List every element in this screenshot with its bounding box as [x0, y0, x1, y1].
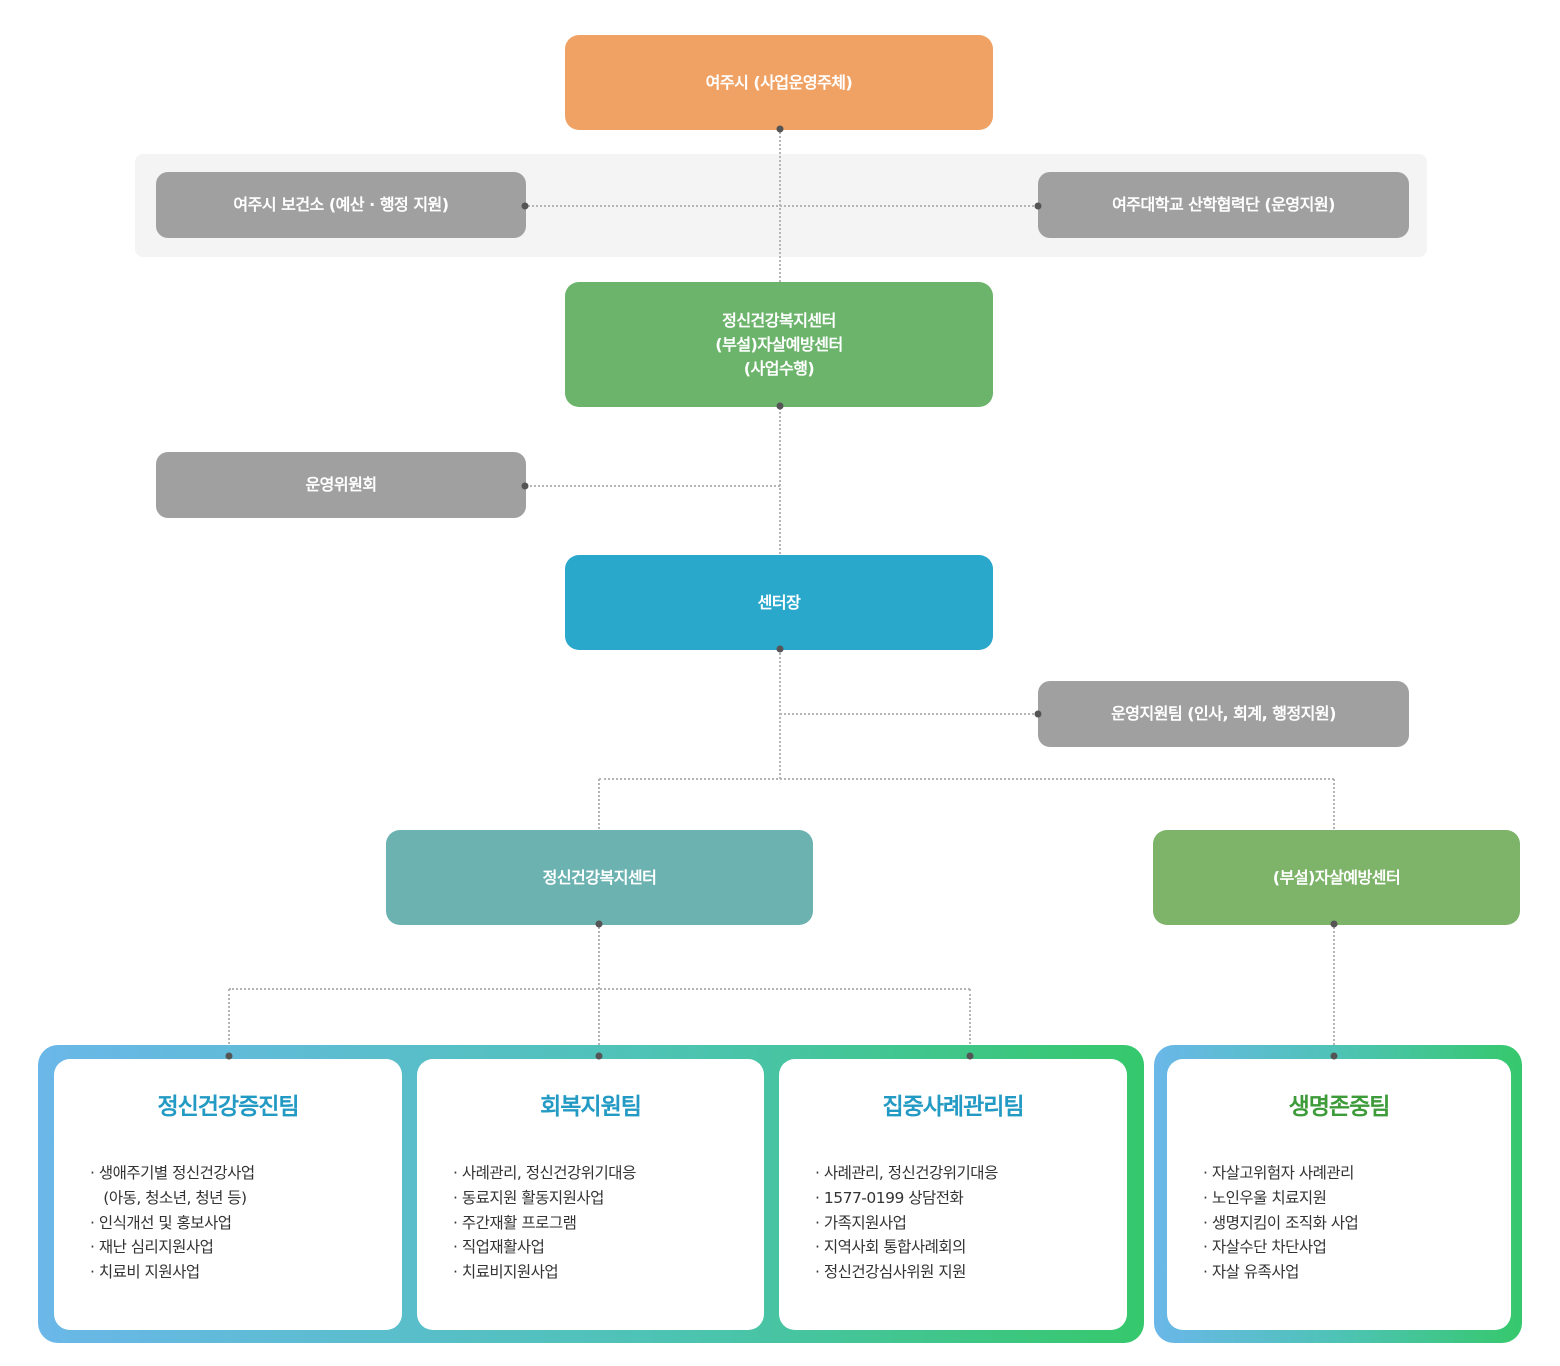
team-item: · 정신건강심사위원 지원 — [815, 1263, 966, 1282]
node-center-line-2: (부설)자살예방센터 — [715, 334, 843, 354]
node-support-team-label: 운영지원팀 (인사, 회계, 행정지원) — [1111, 704, 1336, 723]
node-yeoju-city-label: 여주시 (사업운영주체) — [705, 72, 853, 92]
node-suicide-center: (부설)자살예방센터 — [1153, 830, 1520, 925]
team-item-list: · 사례관리, 정신건강위기대응 · 1577-0199 상담전화 · 가족지원… — [779, 1161, 1127, 1285]
node-suicide-center-label: (부설)자살예방센터 — [1272, 867, 1401, 887]
team-title: 생명존중팀 — [1288, 1094, 1391, 1120]
team-item: · 인식개선 및 홍보사업 — [90, 1213, 232, 1232]
team-item: · 1577-0199 상담전화 — [815, 1188, 964, 1207]
team-item: · 노인우울 치료지원 — [1203, 1188, 1327, 1207]
node-mental-center-label: 정신건강복지센터 — [542, 867, 657, 887]
team-item: · 사례관리, 정신건강위기대응 — [815, 1164, 998, 1182]
node-yeoju-city: 여주시 (사업운영주체) — [565, 35, 993, 130]
team-item-list: · 생애주기별 정신건강사업 (아동, 청소년, 청년 등) · 인식개선 및 … — [54, 1161, 402, 1285]
node-director: 센터장 — [565, 555, 993, 650]
team-item: · 지역사회 통합사례회의 — [815, 1238, 966, 1257]
team-item: · 자살고위험자 사례관리 — [1203, 1164, 1354, 1182]
node-university-label: 여주대학교 산학협력단 (운영지원) — [1112, 195, 1335, 214]
team-card-case-management: 집중사례관리팀 · 사례관리, 정신건강위기대응 · 1577-0199 상담전… — [779, 1059, 1127, 1330]
node-center-line-3: (사업수행) — [743, 358, 815, 378]
node-committee-label: 운영위원회 — [305, 475, 377, 494]
node-university: 여주대학교 산학협력단 (운영지원) — [1038, 172, 1409, 238]
team-card-recovery: 회복지원팀 · 사례관리, 정신건강위기대응 · 동료지원 활동지원사업 · 주… — [417, 1059, 764, 1330]
node-support-team: 운영지원팀 (인사, 회계, 행정지원) — [1038, 681, 1409, 747]
team-title: 회복지원팀 — [540, 1094, 642, 1120]
team-item: · 사례관리, 정신건강위기대응 — [453, 1164, 636, 1182]
team-card-life-respect: 생명존중팀 · 자살고위험자 사례관리 · 노인우울 치료지원 · 생명지킴이 … — [1167, 1059, 1511, 1330]
node-center: 정신건강복지센터 (부설)자살예방센터 (사업수행) — [565, 282, 993, 407]
team-item: (아동, 청소년, 청년 등) — [90, 1188, 247, 1207]
team-item: · 가족지원사업 — [815, 1213, 907, 1232]
node-health-center: 여주시 보건소 (예산 · 행정 지원) — [156, 172, 526, 238]
team-item-list: · 자살고위험자 사례관리 · 노인우울 치료지원 · 생명지킴이 조직화 사업… — [1167, 1161, 1511, 1285]
node-committee: 운영위원회 — [156, 452, 526, 518]
team-item: · 생애주기별 정신건강사업 — [90, 1164, 255, 1182]
team-item: · 직업재활사업 — [453, 1238, 545, 1257]
team-title: 정신건강증진팀 — [157, 1094, 299, 1120]
team-card-promotion: 정신건강증진팀 · 생애주기별 정신건강사업 (아동, 청소년, 청년 등) ·… — [54, 1059, 402, 1330]
team-item: · 자살 유족사업 — [1203, 1263, 1299, 1282]
node-center-line-1: 정신건강복지센터 — [722, 310, 836, 330]
node-director-label: 센터장 — [757, 592, 801, 612]
team-item: · 주간재활 프로그램 — [453, 1213, 577, 1232]
node-health-center-label: 여주시 보건소 (예산 · 행정 지원) — [233, 195, 449, 214]
team-title: 집중사례관리팀 — [882, 1094, 1024, 1120]
team-item: · 생명지킴이 조직화 사업 — [1203, 1213, 1359, 1232]
team-item: · 치료비지원사업 — [453, 1263, 559, 1282]
team-item: · 재난 심리지원사업 — [90, 1238, 214, 1257]
team-item: · 자살수단 차단사업 — [1203, 1238, 1327, 1257]
node-mental-center: 정신건강복지센터 — [386, 830, 813, 925]
team-item: · 치료비 지원사업 — [90, 1263, 200, 1282]
team-item-list: · 사례관리, 정신건강위기대응 · 동료지원 활동지원사업 · 주간재활 프로… — [417, 1161, 764, 1285]
team-item: · 동료지원 활동지원사업 — [453, 1188, 604, 1207]
